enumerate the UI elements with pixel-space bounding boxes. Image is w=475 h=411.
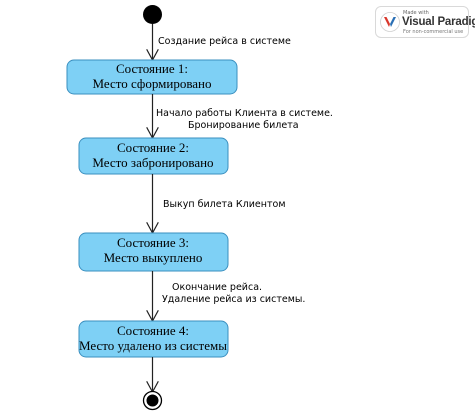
state-2-name: Место забронировано — [92, 155, 213, 170]
state-1[interactable]: Состояние 1: Место сформировано — [66, 59, 238, 95]
visual-paradigm-logo-icon — [380, 12, 400, 32]
state-2-box — [78, 137, 229, 175]
state-4[interactable]: Состояние 4: Место удалено из системы — [78, 320, 229, 358]
initial-state-node — [143, 5, 162, 24]
transition-1-label-line-1: Создание рейса в системе — [158, 36, 291, 47]
state-3-title: Состояние 3: — [117, 235, 189, 250]
transition-2-label-line-2: Бронирование билета — [188, 120, 299, 131]
watermark-made-with: Made with — [403, 10, 429, 16]
state-2-title: Состояние 2: — [117, 140, 189, 155]
state-4-name: Место удалено из системы — [79, 338, 227, 353]
state-4-title: Состояние 4: — [117, 323, 189, 338]
state-3[interactable]: Состояние 3: Место выкуплено — [78, 232, 229, 272]
state-3-box — [78, 232, 229, 272]
transition-3-label-line-1: Выкуп билета Клиентом — [163, 199, 286, 210]
watermark-brand: Visual Paradigm — [402, 16, 475, 28]
transition-4-label-line-1: Окончание рейса. — [172, 282, 262, 293]
state-2[interactable]: Состояние 2: Место забронировано — [78, 137, 229, 175]
visual-paradigm-watermark: Made with Visual Paradigm For non-commer… — [375, 6, 475, 38]
final-state-node — [142, 390, 163, 411]
state-1-name: Место сформировано — [92, 76, 211, 91]
watermark-note: For non-commercial use — [403, 29, 464, 35]
state-1-title: Состояние 1: — [116, 61, 188, 76]
state-4-box — [78, 320, 229, 358]
state-3-name: Место выкуплено — [104, 250, 203, 265]
transition-4-label-line-2: Удаление рейса из системы. — [162, 294, 305, 305]
transition-2-label-line-1: Начало работы Клиента в системе. — [156, 108, 333, 119]
